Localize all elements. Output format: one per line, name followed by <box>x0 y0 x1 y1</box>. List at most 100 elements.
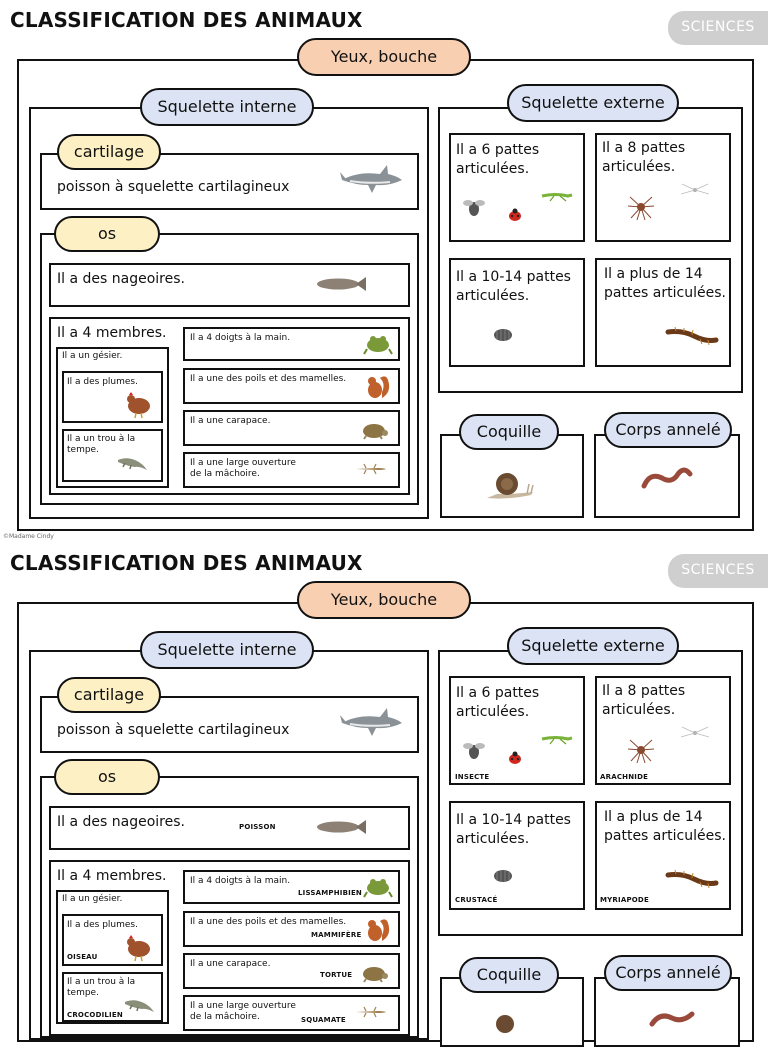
centipede-icon <box>665 326 719 346</box>
turtle-icon <box>363 424 388 440</box>
pattes14-box <box>595 801 731 910</box>
poils-box <box>183 911 400 947</box>
pattes14-text: Il a plus de 14 pattes articulées. <box>604 809 726 844</box>
gesier-text: Il a un gésier. <box>62 351 123 361</box>
doigts-box <box>183 327 400 361</box>
os-pill: os <box>54 216 160 252</box>
nageoires-box <box>49 806 410 850</box>
pattes8-text: Il a 8 pattes articulées. <box>602 140 686 175</box>
tag-poisson: POISSON <box>239 823 276 831</box>
page-title: CLASSIFICATION DES ANIMAUX <box>10 551 363 575</box>
tag-crustace: CRUSTACÉ <box>455 896 498 904</box>
os-pill: os <box>54 759 160 795</box>
tag-myriapode: MYRIAPODE <box>600 896 649 904</box>
fly-icon <box>463 743 485 759</box>
carapace-box <box>183 410 400 446</box>
grasshopper-icon <box>541 736 573 745</box>
subject-badge: SCIENCES <box>668 11 768 45</box>
pattes8-box <box>595 133 731 242</box>
tag-arachnide: ARACHNIDE <box>600 773 649 781</box>
squelette-externe-pill: Squelette externe <box>507 84 679 122</box>
corps-annele-pill: Corps annelé <box>604 412 732 448</box>
fish-icon <box>317 820 366 834</box>
poils-text: Il a une des poils et des mamelles. <box>190 917 347 927</box>
squelette-interne-pill: Squelette interne <box>140 88 314 126</box>
woodlouse-icon <box>494 329 512 341</box>
machoire-text: Il a une large ouverture de la mâchoire. <box>190 458 296 479</box>
pattes6-text: Il a 6 pattes articulées. <box>456 142 540 177</box>
spider-icon <box>627 196 655 221</box>
crocodile-icon <box>118 458 147 470</box>
page-title: CLASSIFICATION DES ANIMAUX <box>10 8 363 32</box>
pattes6-box <box>449 133 585 242</box>
frog-icon <box>363 336 393 355</box>
squelette-interne-pill: Squelette interne <box>140 631 314 669</box>
tag-crocodilien: CROCODILIEN <box>67 1011 123 1019</box>
worm-icon <box>649 1011 695 1027</box>
machoire-text: Il a une large ouverture de la mâchoire. <box>190 1001 296 1022</box>
pattes10-text: Il a 10-14 pattes articulées. <box>456 269 571 304</box>
spider-icon-small <box>680 183 710 195</box>
trou-tempe-box <box>62 972 163 1022</box>
ladybug-icon <box>509 208 521 221</box>
lizard-icon <box>356 463 386 475</box>
tag-squamate: SQUAMATE <box>301 1016 346 1024</box>
yeux-bouche-pill: Yeux, bouche <box>297 38 471 76</box>
pattes14-text: Il a plus de 14 pattes articulées. <box>604 266 726 301</box>
corps-annele-pill: Corps annelé <box>604 955 732 991</box>
spider-icon <box>627 739 655 764</box>
lizard-icon <box>356 1006 386 1018</box>
spider-icon-small <box>680 726 710 738</box>
hen-icon <box>127 935 150 962</box>
frog-icon <box>363 879 393 898</box>
cartilage-description: poisson à squelette cartilagineux <box>57 179 290 195</box>
pattes6-text: Il a 6 pattes articulées. <box>456 685 540 720</box>
fly-icon <box>463 200 485 216</box>
cartilage-description: poisson à squelette cartilagineux <box>57 722 290 738</box>
poils-box <box>183 368 400 404</box>
snail-icon <box>487 473 534 499</box>
corps-annele-box <box>594 434 740 518</box>
yeux-bouche-pill: Yeux, bouche <box>297 581 471 619</box>
gesier-text: Il a un gésier. <box>62 894 123 904</box>
tag-lissamphibien: LISSAMPHIBIEN <box>298 889 362 897</box>
pattes10-box <box>449 801 585 910</box>
squirrel-icon <box>368 919 390 941</box>
plumes-text: Il a des plumes. <box>67 920 138 930</box>
coquille-pill: Coquille <box>459 957 559 993</box>
trou-tempe-box <box>62 429 163 482</box>
carapace-text: Il a une carapace. <box>190 959 271 969</box>
woodlouse-icon <box>494 870 512 882</box>
centipede-icon <box>665 869 719 889</box>
plumes-text: Il a des plumes. <box>67 377 138 387</box>
pattes6-box <box>449 676 585 785</box>
machoire-box <box>183 452 400 488</box>
turtle-icon <box>363 967 388 983</box>
shark-icon <box>340 165 402 193</box>
crocodile-icon <box>125 1000 154 1012</box>
tag-oiseau: OISEAU <box>67 953 98 961</box>
carapace-box <box>183 953 400 989</box>
membres-text: Il a 4 membres. <box>57 325 167 341</box>
trou-tempe-text: Il a un trou à la tempe. <box>67 434 136 455</box>
pattes8-box <box>595 676 731 785</box>
coquille-pill: Coquille <box>459 414 559 450</box>
credit-text: ©Madame Cindy <box>3 533 54 540</box>
tag-insecte: INSECTE <box>455 773 490 781</box>
membres-text: Il a 4 membres. <box>57 868 167 884</box>
doigts-text: Il a 4 doigts à la main. <box>190 876 291 886</box>
poils-text: Il a une des poils et des mamelles. <box>190 374 347 384</box>
squirrel-icon <box>368 376 390 398</box>
squelette-externe-pill: Squelette externe <box>507 627 679 665</box>
pattes10-text: Il a 10-14 pattes articulées. <box>456 812 571 847</box>
carapace-text: Il a une carapace. <box>190 416 271 426</box>
ladybug-icon <box>509 751 521 764</box>
hen-icon <box>127 392 150 419</box>
cartilage-pill: cartilage <box>57 677 161 713</box>
doigts-box <box>183 870 400 904</box>
tag-tortue: TORTUE <box>320 971 353 979</box>
fish-icon <box>317 277 366 291</box>
plumes-box <box>62 914 163 966</box>
nageoires-text: Il a des nageoires. <box>57 271 185 287</box>
grasshopper-icon <box>541 193 573 202</box>
